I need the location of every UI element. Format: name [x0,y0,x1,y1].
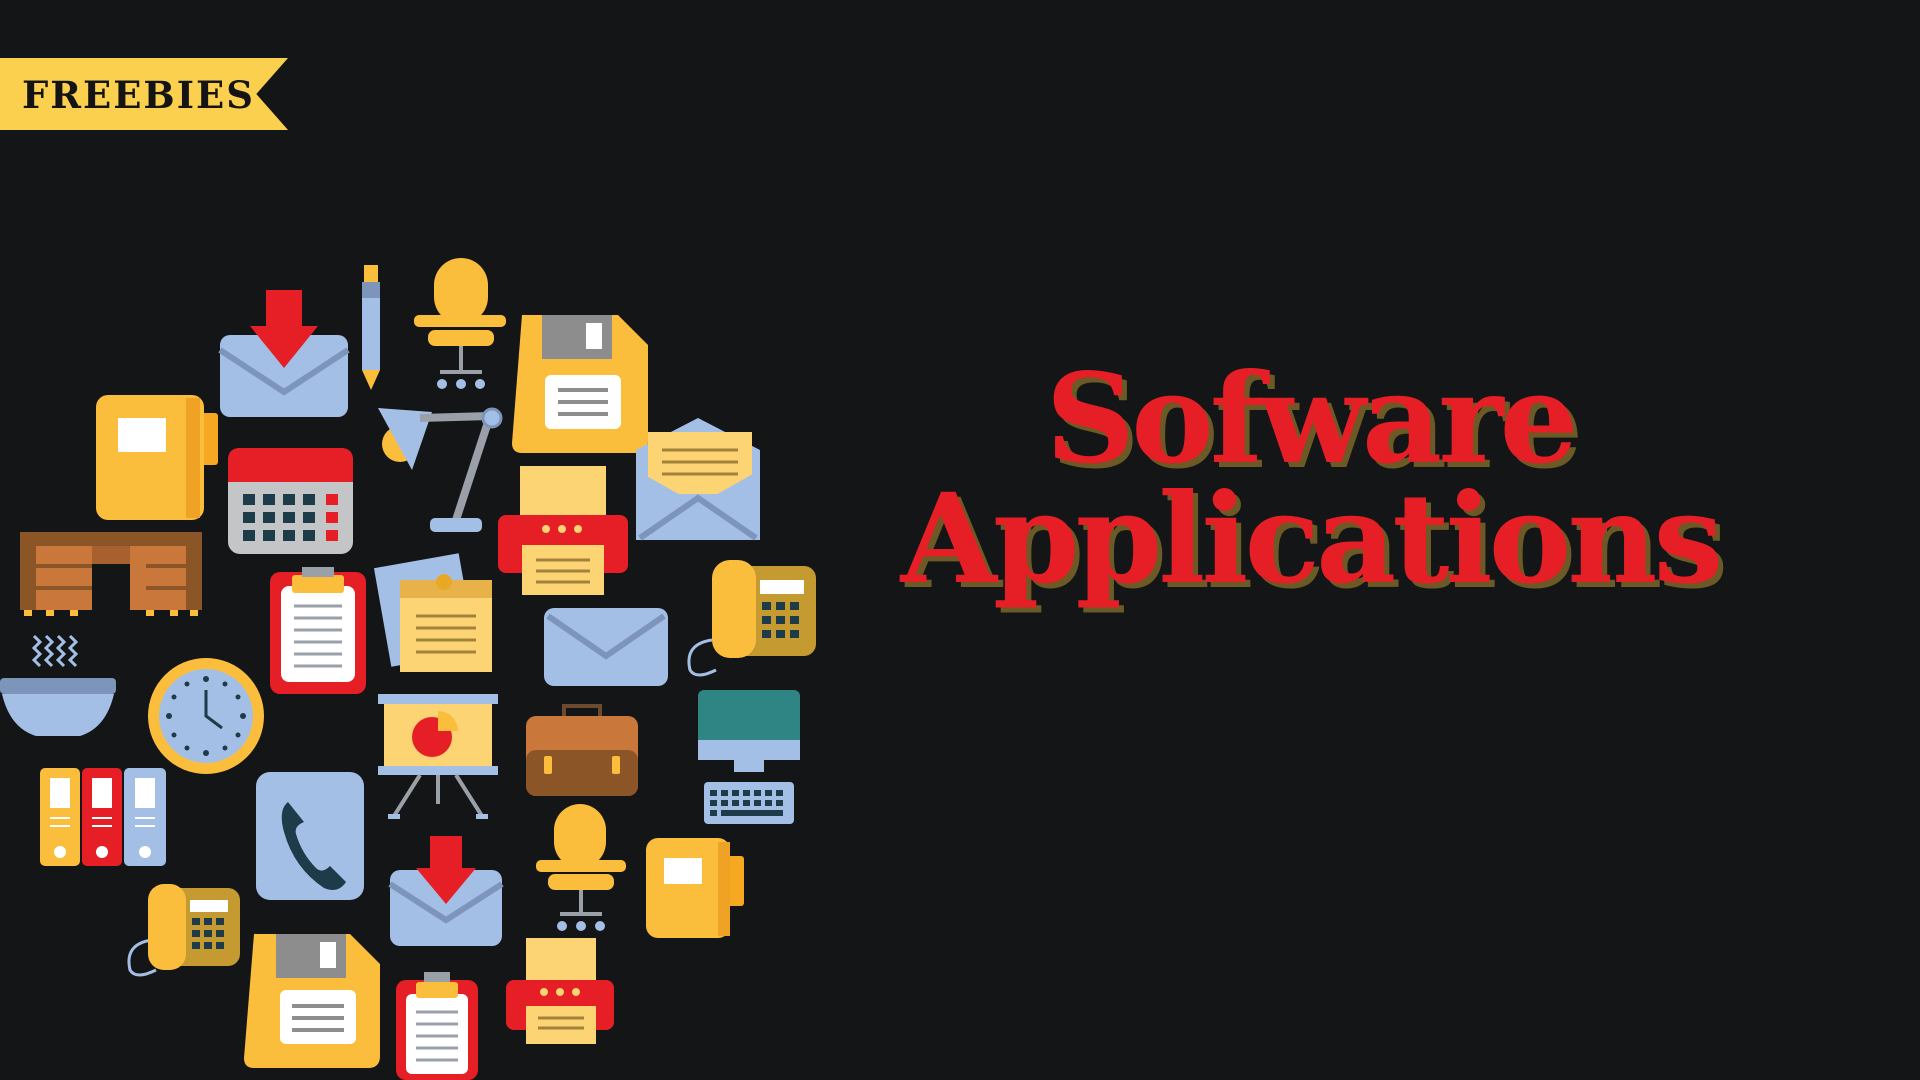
computer-icon [698,690,800,824]
briefcase-icon [526,704,638,796]
floppy-disk-icon [244,934,380,1068]
office-chair-icon [536,804,626,931]
desk-phone-icon [127,884,240,977]
folder-icon [646,838,744,938]
office-chair-icon [414,258,506,389]
sticky-notes-icon [373,553,492,672]
pen-icon [362,265,380,390]
desk-icon [20,532,202,616]
title-line-1: Sofware [1045,347,1579,492]
open-envelope-icon [636,418,760,541]
clipboard-icon [270,567,366,694]
printer-icon [498,466,628,595]
clipboard-icon [396,972,478,1080]
calendar-icon [228,448,353,554]
phone-icon [256,772,364,900]
badge-label: FREEBIES [22,73,255,117]
title-line-2: Applications [900,467,1724,612]
clock-icon [148,658,264,774]
desk-lamp-icon [378,407,503,532]
hot-bowl-icon [0,634,116,736]
floppy-disk-icon [512,315,648,453]
freebies-badge: FREEBIES [0,58,288,130]
download-mail-icon [218,290,350,417]
office-icons-cluster [0,258,816,1080]
desk-phone-icon [687,560,816,677]
envelope-icon [544,608,668,686]
printer-icon [506,938,614,1044]
download-mail-icon [388,836,504,946]
binders-icon [40,768,166,866]
presentation-board-icon [378,694,498,819]
folder-icon [96,395,218,520]
